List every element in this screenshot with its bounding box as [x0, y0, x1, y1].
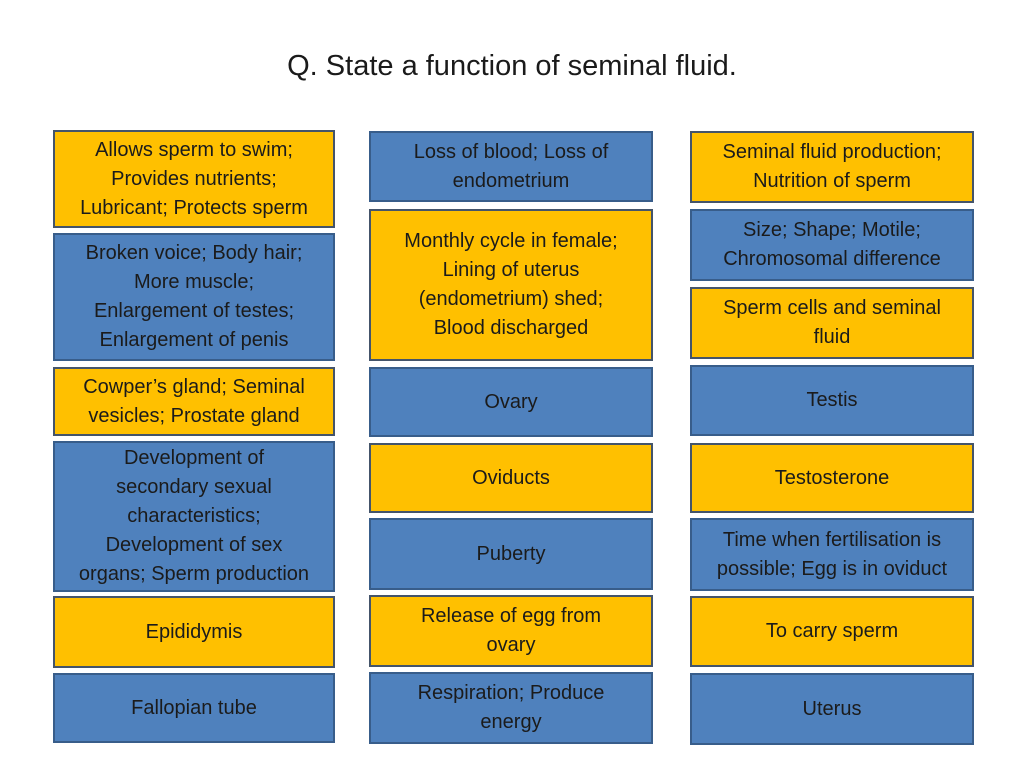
answer-box[interactable]: Cowper’s gland; Seminal vesicles; Prosta…	[53, 367, 335, 436]
answer-box[interactable]: Oviducts	[369, 443, 653, 513]
answer-box[interactable]: Size; Shape; Motile; Chromosomal differe…	[690, 209, 974, 281]
answer-column-1: Allows sperm to swim; Provides nutrients…	[53, 0, 335, 768]
page-title: Q. State a function of seminal fluid.	[287, 50, 737, 82]
answer-box[interactable]: Release of egg from ovary	[369, 595, 653, 667]
answer-box[interactable]: Ovary	[369, 367, 653, 437]
answer-box[interactable]: Testosterone	[690, 443, 974, 513]
answer-box[interactable]: Puberty	[369, 518, 653, 590]
answer-box[interactable]: Time when fertilisation is possible; Egg…	[690, 518, 974, 591]
answer-column-3: Seminal fluid production; Nutrition of s…	[690, 0, 974, 768]
answer-box[interactable]: Respiration; Produce energy	[369, 672, 653, 744]
answer-box[interactable]: Loss of blood; Loss of endometrium	[369, 131, 653, 202]
answer-box[interactable]: Fallopian tube	[53, 673, 335, 743]
answer-box[interactable]: Development of secondary sexual characte…	[53, 441, 335, 592]
answer-box[interactable]: Uterus	[690, 673, 974, 745]
answer-box[interactable]: Epididymis	[53, 596, 335, 668]
answer-box[interactable]: Seminal fluid production; Nutrition of s…	[690, 131, 974, 203]
answer-box[interactable]: Testis	[690, 365, 974, 436]
answer-column-2: Loss of blood; Loss of endometrium Month…	[369, 0, 653, 768]
answer-box[interactable]: Monthly cycle in female; Lining of uteru…	[369, 209, 653, 361]
answer-box[interactable]: To carry sperm	[690, 596, 974, 667]
answer-box[interactable]: Allows sperm to swim; Provides nutrients…	[53, 130, 335, 228]
answer-box[interactable]: Sperm cells and seminal fluid	[690, 287, 974, 359]
answer-box[interactable]: Broken voice; Body hair; More muscle; En…	[53, 233, 335, 361]
